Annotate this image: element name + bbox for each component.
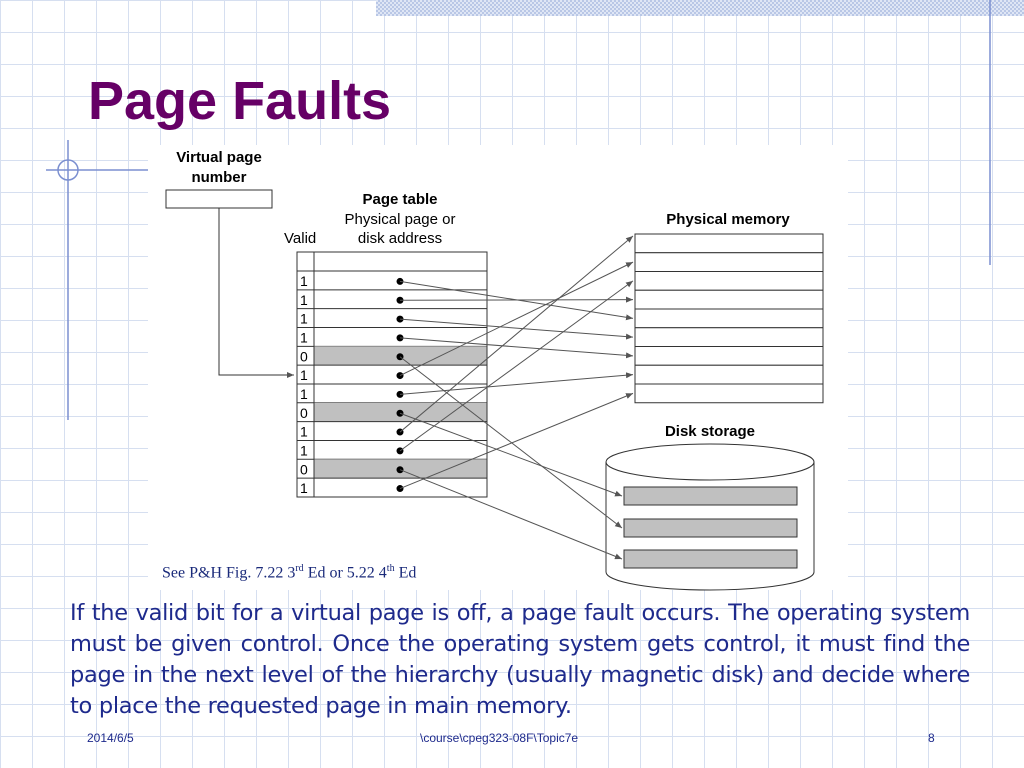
physical-frame [634, 289, 824, 310]
valid-bit: 0 [300, 405, 308, 421]
footer-date: 2014/6/5 [87, 731, 134, 745]
valid-bit: 1 [300, 480, 308, 496]
valid-bit: 1 [300, 292, 308, 308]
disk-address-label: disk address [358, 230, 442, 247]
mapping-arrow [399, 318, 634, 340]
valid-bit: 0 [300, 461, 308, 477]
footer-path: \course\cpeg323-08F\Topic7e [420, 731, 579, 745]
mapping-arrow [399, 261, 634, 377]
mapping-arrow [399, 356, 623, 529]
valid-bit: 1 [300, 442, 308, 458]
mapping-arrow [399, 337, 634, 359]
figure-caption: See P&H Fig. 7.22 3rd Ed or 5.22 4th Ed [162, 563, 417, 582]
top-decorative-band [376, 0, 1024, 16]
physical-frame [634, 346, 824, 366]
disk-block [623, 549, 798, 569]
valid-bit: 0 [300, 348, 308, 364]
physical-frame [634, 252, 824, 272]
physical-frame [634, 308, 824, 329]
footer-page-number: 8 [928, 731, 935, 745]
mapping-arrow [399, 392, 634, 490]
physical-frame [634, 383, 824, 404]
valid-bit: 1 [300, 273, 308, 289]
mapping-arrow [399, 372, 634, 395]
virtual-page-pointer [218, 208, 294, 378]
slide-body-text: If the valid bit for a virtual page is o… [70, 600, 970, 719]
mapping-arrow [399, 235, 634, 433]
page-table-label: Page table [362, 191, 437, 208]
physical-frame [634, 233, 824, 254]
slide-title: Page Faults [88, 71, 392, 131]
valid-label: Valid [284, 230, 316, 247]
virtual-page-label-2: number [191, 169, 246, 186]
valid-bit: 1 [300, 311, 308, 327]
valid-bit: 1 [300, 367, 308, 383]
valid-bit: 1 [300, 386, 308, 402]
virtual-page-number-box [165, 189, 273, 209]
mapping-arrow [399, 412, 623, 497]
valid-bit: 1 [300, 329, 308, 345]
disk-storage-label: Disk storage [665, 423, 755, 440]
valid-bit: 1 [300, 424, 308, 440]
physical-frame [634, 271, 824, 291]
disk-storage-cylinder [605, 443, 815, 591]
virtual-page-label-1: Virtual page [176, 149, 262, 166]
disk-block [623, 486, 798, 506]
disk-block [623, 518, 798, 538]
mapping-arrow [399, 280, 634, 452]
mapping-arrow [399, 296, 634, 303]
physical-frame [634, 327, 824, 347]
mapping-arrow [399, 469, 623, 560]
physical-memory-label: Physical memory [666, 211, 790, 228]
physical-frame [634, 364, 824, 385]
physical-page-label: Physical page or [345, 211, 456, 228]
